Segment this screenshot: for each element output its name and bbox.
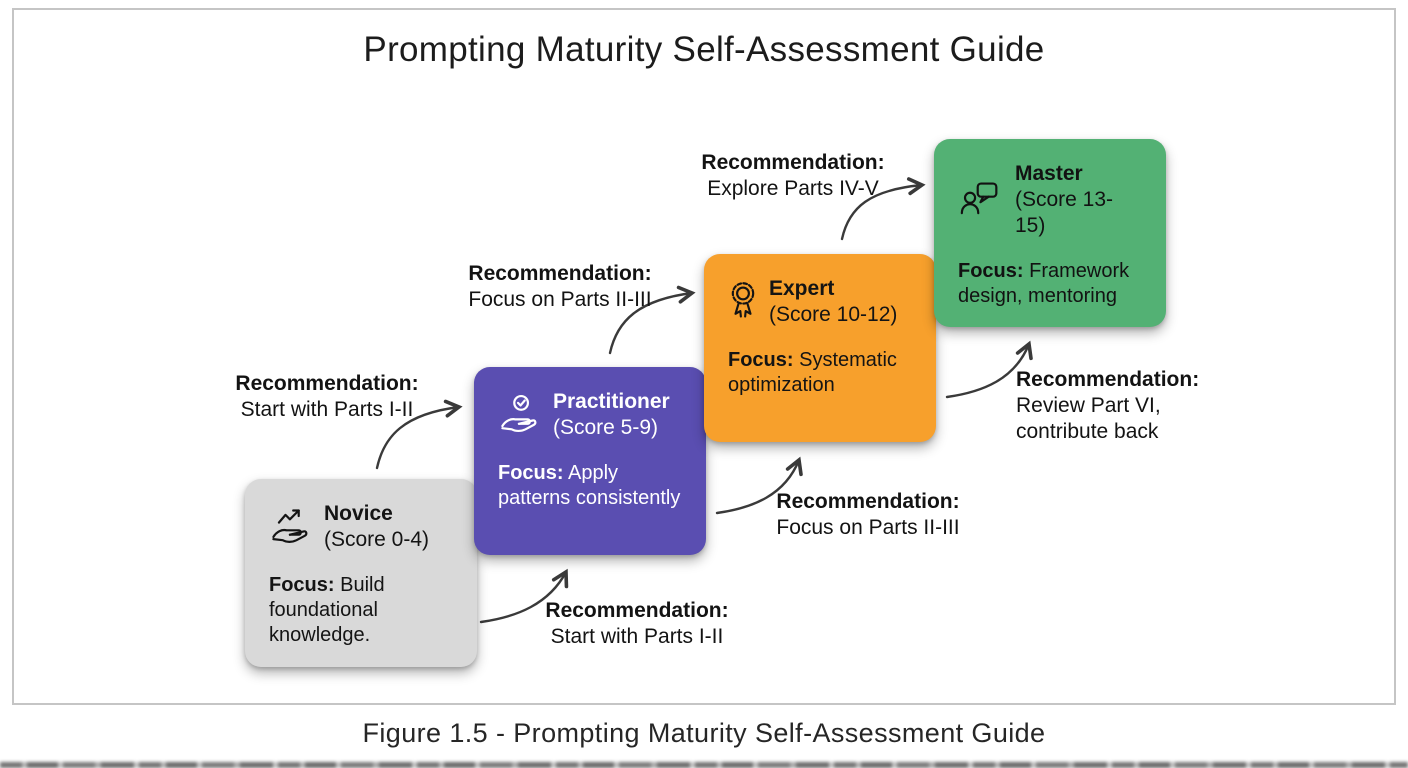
recommendation-title: Recommendation: xyxy=(468,262,652,285)
level-card-master: Master (Score 13-15) Focus: Framework de… xyxy=(934,139,1166,327)
recommendation-title: Recommendation: xyxy=(1016,368,1200,391)
recommendation-label-practitioner-to-expert: Recommendation: Focus on Parts II-III xyxy=(462,261,658,313)
recommendation-label-below-master: Recommendation: Review Part VI, contribu… xyxy=(1016,367,1216,445)
card-header: Expert (Score 10-12) xyxy=(728,276,912,328)
level-focus: Focus: Build foundational knowledge. xyxy=(269,573,453,648)
recommendation-title: Recommendation: xyxy=(701,151,885,174)
level-name: Practitioner xyxy=(553,390,670,413)
cropped-text-strip xyxy=(0,762,1408,768)
recommendation-text: Review Part VI, xyxy=(1016,394,1161,417)
card-header: Novice (Score 0-4) xyxy=(269,501,453,553)
recommendation-label-expert-to-master: Recommendation: Explore Parts IV-V xyxy=(695,150,891,202)
card-title: Master (Score 13-15) xyxy=(1015,161,1142,239)
award-ribbon-icon xyxy=(728,279,758,325)
card-title: Expert (Score 10-12) xyxy=(769,276,897,328)
recommendation-label-below-practitioner: Recommendation: Start with Parts I-II xyxy=(539,598,735,650)
recommendation-title: Recommendation: xyxy=(776,490,960,513)
recommendation-title: Recommendation: xyxy=(235,372,419,395)
recommendation-text: Focus on Parts II-III xyxy=(776,516,960,539)
hand-growth-icon xyxy=(269,506,313,548)
figure-caption: Figure 1.5 - Prompting Maturity Self-Ass… xyxy=(362,718,1046,748)
level-focus: Focus: Systematic optimization xyxy=(728,348,912,398)
level-score: (Score 13-15) xyxy=(1015,188,1114,237)
focus-text: Apply patterns consistently xyxy=(498,462,681,509)
diagram-title: Prompting Maturity Self-Assessment Guide xyxy=(363,30,1045,69)
level-card-expert: Expert (Score 10-12) Focus: Systematic o… xyxy=(704,254,936,442)
level-name: Novice xyxy=(324,502,393,525)
focus-label: Focus: xyxy=(958,260,1024,282)
diagram-frame xyxy=(12,8,1396,705)
level-card-novice: Novice (Score 0-4) Focus: Build foundati… xyxy=(245,479,477,667)
person-chat-icon xyxy=(958,179,1004,221)
level-score: (Score 10-12) xyxy=(769,303,898,326)
recommendation-text: Explore Parts IV-V xyxy=(707,177,879,200)
focus-text: Framework design, mentoring xyxy=(958,260,1130,307)
level-focus: Focus: Framework design, mentoring xyxy=(958,259,1142,309)
level-score: (Score 0-4) xyxy=(324,528,430,551)
card-header: Practitioner (Score 5-9) xyxy=(498,389,682,441)
focus-label: Focus: xyxy=(269,574,335,596)
level-card-practitioner: Practitioner (Score 5-9) Focus: Apply pa… xyxy=(474,367,706,555)
level-name: Master xyxy=(1015,162,1083,185)
level-score: (Score 5-9) xyxy=(553,416,659,439)
card-title: Practitioner (Score 5-9) xyxy=(553,389,670,441)
level-focus: Focus: Apply patterns consistently xyxy=(498,461,682,511)
recommendation-text: Start with Parts I-II xyxy=(550,625,724,648)
recommendation-label-novice-to-practitioner: Recommendation: Start with Parts I-II xyxy=(229,371,425,423)
level-name: Expert xyxy=(769,277,835,300)
recommendation-label-below-expert: Recommendation: Focus on Parts II-III xyxy=(770,489,966,541)
focus-label: Focus: xyxy=(728,349,794,371)
focus-text: Build foundational knowledge. xyxy=(269,574,385,646)
recommendation-text-line2: contribute back xyxy=(1016,420,1159,443)
hand-check-icon xyxy=(498,393,542,437)
focus-label: Focus: xyxy=(498,462,564,484)
focus-text: Systematic optimization xyxy=(728,349,897,396)
card-header: Master (Score 13-15) xyxy=(958,161,1142,239)
card-title: Novice (Score 0-4) xyxy=(324,501,429,553)
recommendation-text: Start with Parts I-II xyxy=(240,398,414,421)
recommendation-text: Focus on Parts II-III xyxy=(468,288,652,311)
recommendation-title: Recommendation: xyxy=(545,599,729,622)
